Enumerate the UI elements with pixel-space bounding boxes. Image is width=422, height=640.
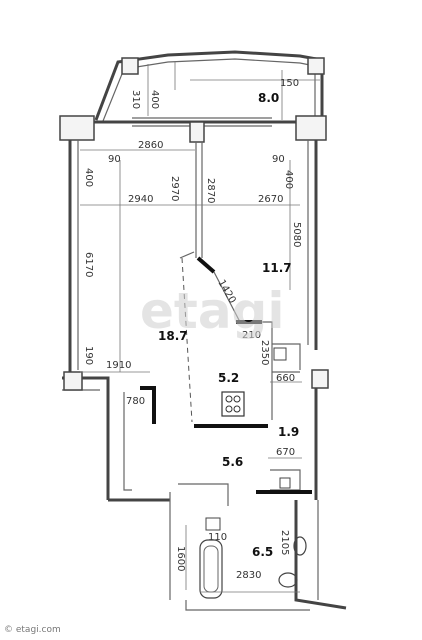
area-bedroom: 11.7 [262, 261, 292, 275]
dim-670: 670 [276, 447, 295, 458]
dim-780: 780 [126, 396, 145, 407]
footer-mark: © etagi.com [4, 625, 61, 635]
wall-pier-mid [189, 121, 205, 143]
area-living: 18.7 [158, 329, 188, 343]
dim-6170: 6170 [83, 252, 94, 277]
dim-2105: 2105 [279, 530, 290, 555]
dim-5080: 5080 [291, 222, 302, 247]
dim-190: 190 [83, 346, 94, 365]
wall-pier-left [59, 115, 95, 141]
wall-pier-right [295, 115, 327, 141]
area-balcony: 8.0 [258, 91, 279, 105]
outer-walls [62, 140, 329, 502]
interior-walls [140, 142, 347, 611]
wall-corner [311, 369, 329, 389]
dim-2350: 2350 [259, 340, 270, 365]
dim-1910: 1910 [106, 360, 131, 371]
dim-2670: 2670 [258, 194, 283, 205]
area-hall: 5.6 [222, 455, 243, 469]
area-bath: 6.5 [252, 545, 273, 559]
balcony-outline [94, 50, 325, 122]
stove-icon [221, 391, 245, 417]
wall-corner [63, 371, 83, 391]
shaft-icon [205, 517, 221, 531]
balcony-post [307, 57, 325, 75]
shaft-icon [273, 347, 287, 361]
dim-400-right: 400 [283, 170, 294, 189]
area-storage: 1.9 [278, 425, 299, 439]
dim-400-top: 400 [149, 90, 160, 109]
sink-icon [293, 536, 307, 556]
dim-210: 210 [242, 330, 261, 341]
dim-400-left: 400 [83, 168, 94, 187]
dim-2830: 2830 [236, 570, 261, 581]
dim-90-right: 90 [272, 154, 285, 165]
dim-310: 310 [130, 90, 141, 109]
bathtub-icon [199, 539, 223, 599]
shaft-icon [279, 477, 291, 489]
dim-2870: 2870 [205, 178, 216, 203]
dimension-lines [80, 149, 302, 593]
area-kitchen: 5.2 [218, 371, 239, 385]
balcony-post [121, 57, 139, 75]
dim-2860: 2860 [138, 140, 163, 151]
watermark: etagi [140, 282, 284, 340]
dim-90-left: 90 [108, 154, 121, 165]
window-band [59, 115, 327, 143]
dim-110: 110 [208, 532, 227, 543]
dim-1600: 1600 [175, 546, 186, 571]
dim-150: 150 [280, 78, 299, 89]
dim-2970: 2970 [169, 176, 180, 201]
dim-2940: 2940 [128, 194, 153, 205]
toilet-icon [278, 572, 298, 588]
fixtures [199, 347, 307, 599]
dim-660: 660 [276, 373, 295, 384]
